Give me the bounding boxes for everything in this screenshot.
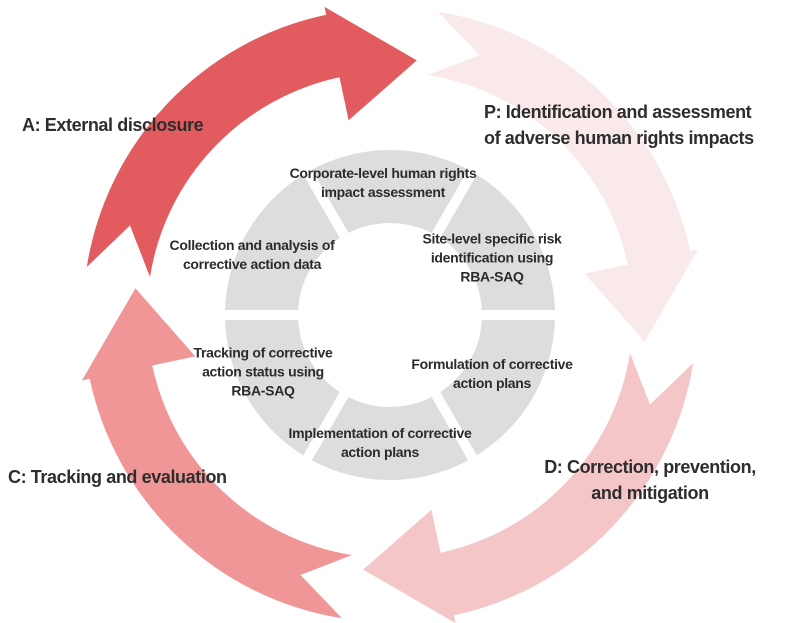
center-hole xyxy=(298,223,482,407)
segment-divider xyxy=(299,385,353,467)
cycle-arrow-do xyxy=(363,353,694,623)
label-act-external-disclosure: A: External disclosure xyxy=(22,115,204,135)
segment-divider xyxy=(427,385,481,467)
cycle-arrow-check xyxy=(81,288,353,619)
label-check-tracking-evaluation: C: Tracking and evaluation xyxy=(8,467,227,487)
segment-divider xyxy=(427,163,481,245)
cycle-arrow-plan xyxy=(428,11,699,342)
cycle-arrow-act xyxy=(86,6,417,278)
segment-divider xyxy=(299,163,353,245)
label-do-correction-prevention-mitigation: D: Correction, prevention,and mitigation xyxy=(544,457,756,503)
